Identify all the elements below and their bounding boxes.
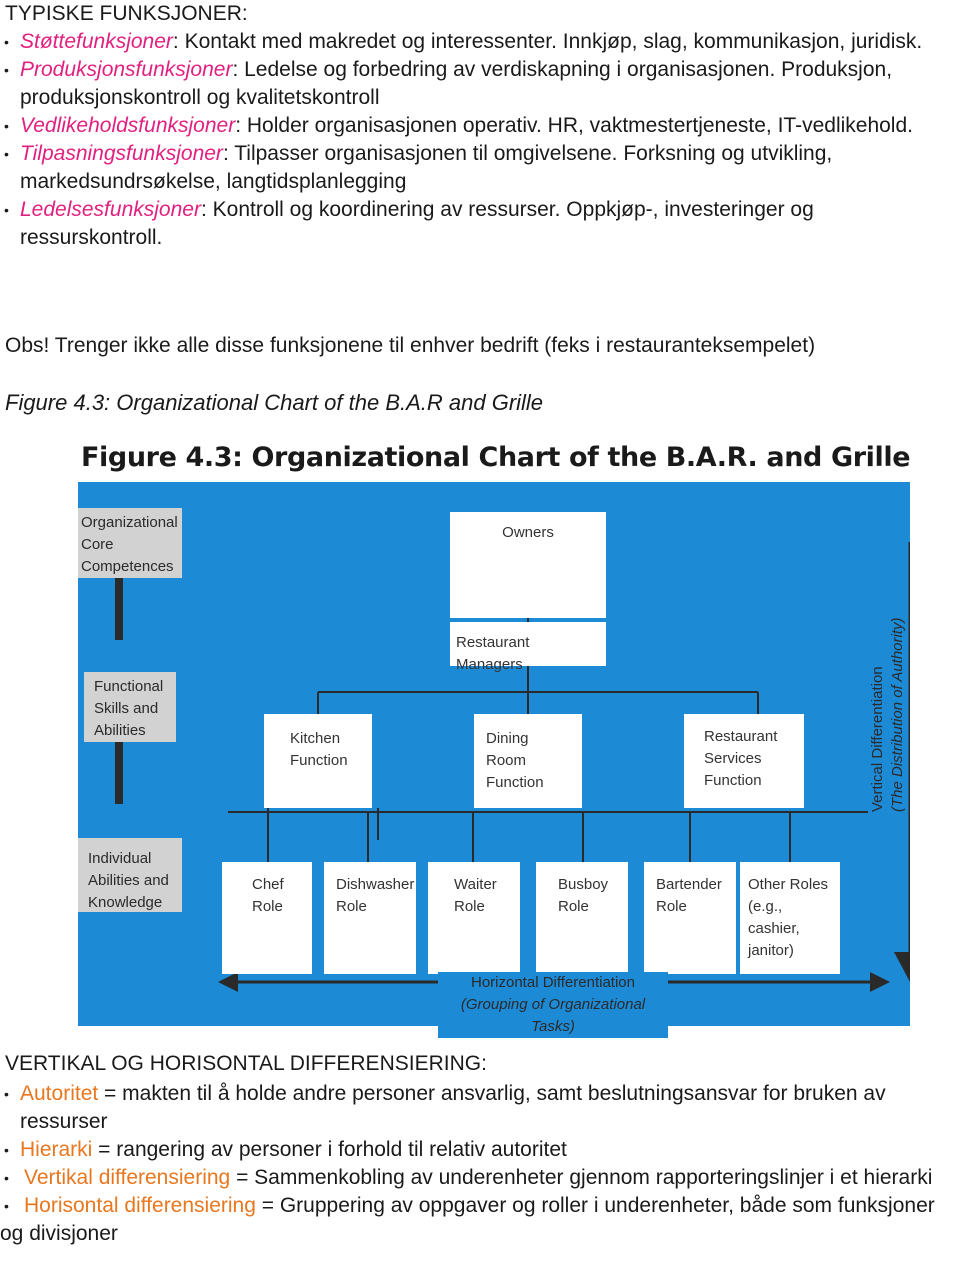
function-description: Holder organisasjonen operativ. HR, vakt…: [241, 114, 913, 137]
level-individual-abilities: Individual Abilities and Knowledge: [78, 838, 182, 912]
vertical-differentiation-label: Vertical Differentiation (The Distributi…: [868, 617, 908, 812]
list-item: • Tilpasningsfunksjoner: Tilpasser organi…: [0, 140, 955, 196]
function-description: Ledelse og forbedring av verdiskapning i…: [20, 58, 893, 109]
level-arrow-shaft: [115, 578, 123, 640]
bullet-icon: •: [4, 1170, 9, 1186]
bullet-icon: •: [4, 62, 9, 78]
bullet-icon: •: [4, 1142, 9, 1158]
list-item: • Ledelsesfunksjoner: Kontroll og koordin…: [0, 196, 955, 252]
bullet-icon: •: [4, 118, 9, 134]
definition-term: Hierarki: [20, 1138, 93, 1161]
section-heading-differentiation: VERTIKAL OG HORISONTAL DIFFERENSIERING:: [5, 1052, 487, 1075]
definition-text: = Sammenkobling av underenheter gjennom …: [230, 1166, 933, 1189]
separator: :: [222, 142, 229, 165]
figure-caption: Figure 4.3: Organizational Chart of the …: [5, 390, 544, 415]
down-arrow-icon: [894, 952, 910, 982]
functions-list: • Støttefunksjoner: Kontakt med makredet …: [0, 28, 955, 252]
list-item: • Hierarki = rangering av personer i forh…: [0, 1136, 955, 1164]
function-description: Kontakt med makredet og interessenter. I…: [178, 30, 923, 53]
horizontal-differentiation-label: Horizontal Differentiation (Grouping of …: [438, 972, 668, 1038]
level-functional-skills: Functional Skills and Abilities: [84, 672, 176, 742]
function-description: Tilpasser organisasjonen til omgivelsene…: [20, 142, 833, 193]
bullet-icon: •: [4, 1086, 9, 1102]
separator: :: [172, 30, 179, 53]
separator: :: [235, 114, 242, 137]
right-arrow-icon: [870, 972, 890, 992]
list-item: • Autoritet = makten til å holde andre pe…: [0, 1080, 955, 1136]
role-box-busboy: Busboy Role: [536, 862, 628, 974]
obs-note: Obs! Trenger ikke alle disse funksjonene…: [5, 334, 816, 357]
function-box-dining: Dining Room Function: [474, 714, 582, 808]
definition-text: = rangering av personer i forhold til re…: [92, 1138, 567, 1161]
list-item: • Horisontal differensiering = Gruppering…: [0, 1192, 955, 1248]
separator: :: [200, 198, 207, 221]
role-box-bartender: Bartender Role: [644, 862, 736, 974]
list-item: • Vedlikeholdsfunksjoner: Holder organisa…: [0, 112, 955, 140]
level-core-competences: Organizational Core Competences: [78, 508, 182, 578]
horizontal-title: Horizontal Differentiation: [471, 974, 635, 991]
level-arrow-shaft: [115, 742, 123, 804]
org-chart-figure: Figure 4.3: Organizational Chart of the …: [78, 436, 911, 1038]
vertical-subtitle: (The Distribution of Authority): [889, 617, 906, 812]
owners-box: Owners: [450, 512, 606, 618]
list-item: • Vertikal differensiering = Sammenkoblin…: [0, 1164, 955, 1192]
function-description: Kontroll og koordinering av ressurser. O…: [20, 198, 814, 249]
figure-title: Figure 4.3: Organizational Chart of the …: [81, 442, 911, 473]
function-term: Vedlikeholdsfunksjoner: [20, 114, 236, 137]
left-arrow-icon: [218, 972, 238, 992]
bullet-icon: •: [4, 1198, 9, 1214]
bullet-icon: •: [4, 202, 9, 218]
role-box-dishwasher: Dishwasher Role: [324, 862, 416, 974]
managers-box: Restaurant Managers: [450, 622, 606, 673]
definitions-list: • Autoritet = makten til å holde andre pe…: [0, 1080, 955, 1248]
function-box-services: Restaurant Services Function: [684, 714, 804, 808]
function-term: Produksjonsfunksjoner: [20, 58, 233, 81]
definition-term: Autoritet: [20, 1082, 99, 1105]
role-box-chef: Chef Role: [222, 862, 312, 974]
vertical-title: Vertical Differentiation: [869, 666, 886, 812]
definition-text: = makten til å holde andre personer ansv…: [20, 1082, 886, 1133]
chart-panel: Organizational Core Competences Function…: [78, 482, 910, 1038]
definition-text: = Gruppering av oppgaver og roller i und…: [0, 1194, 935, 1245]
function-term: Tilpasningsfunksjoner: [20, 142, 223, 165]
function-term: Støttefunksjoner: [20, 30, 173, 53]
definition-term: Vertikal differensiering: [24, 1166, 231, 1189]
role-box-waiter: Waiter Role: [428, 862, 520, 974]
function-box-kitchen: Kitchen Function: [264, 714, 372, 808]
function-term: Ledelsesfunksjoner: [20, 198, 201, 221]
list-item: • Produksjonsfunksjoner: Ledelse og forbe…: [0, 56, 955, 112]
definition-term: Horisontal differensiering: [24, 1194, 256, 1217]
bullet-icon: •: [4, 34, 9, 50]
separator: :: [232, 58, 239, 81]
role-box-other: Other Roles (e.g., cashier, janitor): [740, 862, 840, 974]
horizontal-subtitle: (Grouping of Organizational Tasks): [460, 996, 646, 1035]
list-item: • Støttefunksjoner: Kontakt med makredet …: [0, 28, 955, 56]
section-heading-functions: TYPISKE FUNKSJONER:: [5, 2, 248, 25]
bullet-icon: •: [4, 146, 9, 162]
